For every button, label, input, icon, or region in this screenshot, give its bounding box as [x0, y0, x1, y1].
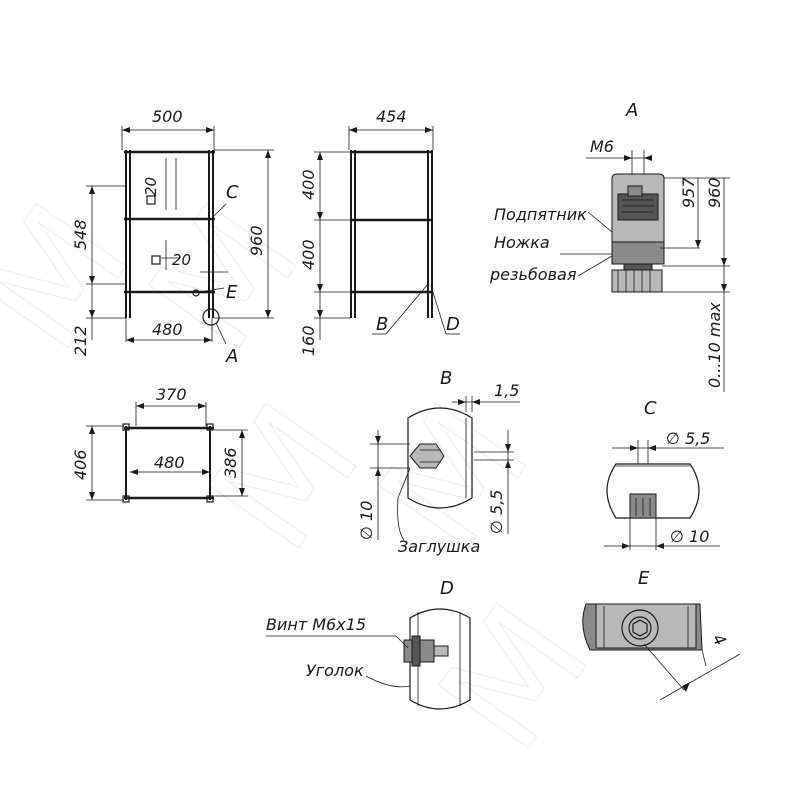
front-upper-dim: 548 — [71, 219, 90, 250]
detail-c-d10: ∅ 10 — [670, 527, 709, 546]
front-view: 20 20 C E A 500 960 548 212 — [71, 107, 274, 367]
front-height-dim: 960 — [247, 225, 266, 256]
side-view: 454 400 400 160 B D — [299, 107, 460, 356]
front-width-dim: 500 — [152, 107, 183, 126]
detail-a-960: 960 — [705, 177, 724, 208]
detail-c: C ∅ 5,5 ∅ 10 — [604, 398, 724, 550]
plan-right-dim: 386 — [221, 447, 240, 478]
detail-a: A M6 957 960 0...10 m — [489, 100, 730, 392]
detail-c-title: C — [644, 398, 657, 419]
detail-b-title: B — [440, 368, 452, 389]
detail-b-d10: ∅ 10 — [357, 501, 376, 540]
callout-e: E — [226, 282, 238, 303]
detail-e-title: E — [638, 568, 650, 589]
callout-c: C — [226, 182, 239, 203]
front-lower-dim: 212 — [71, 325, 90, 356]
callout-a: A — [225, 346, 238, 367]
detail-b-15: 1,5 — [494, 381, 519, 400]
detail-a-adjust: 0...10 max — [705, 302, 724, 388]
side-width-dim: 454 — [376, 107, 407, 126]
side-mid-dim: 400 — [299, 239, 318, 270]
detail-b: B 1,5 ∅ 10 ∅ 5,5 Заглушка — [357, 368, 520, 556]
detail-a-title: A — [625, 100, 638, 121]
side-top-dim: 400 — [299, 169, 318, 200]
detail-d: D Винт М6х15 Уголок — [266, 578, 471, 710]
detail-c-d55: ∅ 5,5 — [666, 429, 710, 448]
detail-b-d55: ∅ 5,5 — [487, 490, 506, 534]
label-podpyatnik: Подпятник — [494, 205, 587, 224]
tube-dim-top: 20 — [142, 177, 160, 196]
callout-d: D — [446, 314, 460, 335]
detail-a-circle — [202, 308, 220, 326]
label-vint: Винт М6х15 — [266, 615, 366, 634]
detail-e-4: 4 — [709, 631, 731, 649]
label-ugolok: Уголок — [306, 661, 364, 680]
detail-a-957: 957 — [679, 177, 698, 208]
detail-a-m6: M6 — [590, 137, 614, 156]
label-zaglushka: Заглушка — [398, 537, 480, 556]
callout-b: B — [376, 314, 388, 335]
plan-top-dim: 370 — [156, 385, 187, 404]
plan-inner-dim: 480 — [154, 453, 185, 472]
plan-view: 370 480 406 386 — [71, 385, 248, 503]
label-rezbovaya: резьбовая — [489, 265, 577, 284]
side-bottom-dim: 160 — [299, 325, 318, 356]
detail-d-title: D — [440, 578, 454, 599]
label-nozhka: Ножка — [494, 233, 550, 252]
front-inner-dim: 480 — [152, 320, 183, 339]
tube-dim-mid: 20 — [172, 251, 191, 269]
plan-left-dim: 406 — [71, 449, 90, 480]
